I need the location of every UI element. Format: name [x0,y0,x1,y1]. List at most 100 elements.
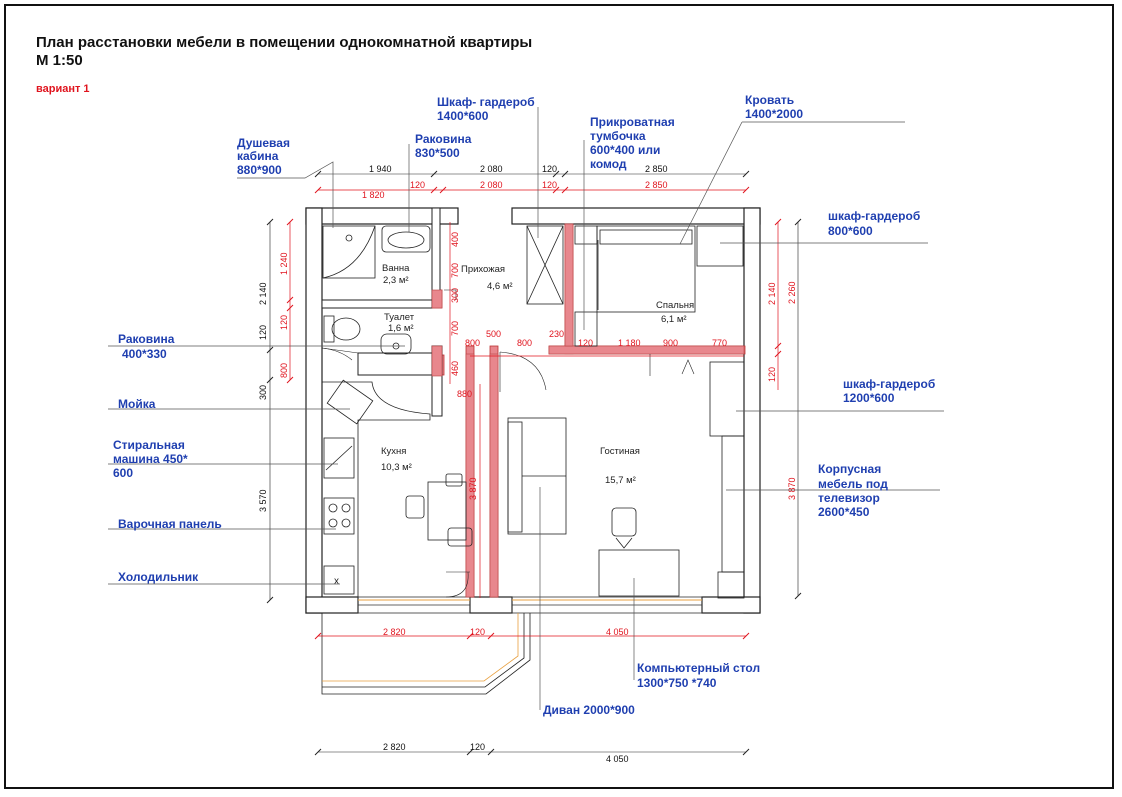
dim-int-300: 300 [450,288,460,303]
nightstand-box [574,225,598,347]
desk [598,507,680,597]
callout-sofa: Диван 2000*900 [543,703,635,717]
room-labels: Ванна 2,3 м² Прихожая 4,6 м² Туалет 1,6 … [381,263,694,486]
bedroom-door [649,354,695,376]
balcony [321,613,531,695]
title-scale: М 1:50 [36,52,83,69]
dim-top-4: 2 850 [645,164,668,174]
dim-int-230: 230 [549,329,564,339]
callout-wardrobe-living-1: шкаф-гардероб [843,377,935,391]
callout-sofa-1: Диван 2000*900 [543,703,635,717]
dim-int-880: 880 [457,389,472,399]
dim-top-red-1: 1 820 [362,190,385,200]
tv-unit [717,435,745,599]
pink-wall-strips [431,223,745,598]
room-wc: Туалет [384,312,415,323]
dim-top-red-5: 2 850 [645,180,668,190]
kitchen-door [445,571,470,598]
callout-hob: Варочная панель [118,517,222,531]
callout-washer-1: Стиральная [113,438,185,452]
dim-int-1180: 1 180 [618,338,641,348]
callout-nightstand: Прикроватная тумбочка 600*400 или комод [590,115,675,171]
leader-lines [108,107,944,710]
callout-wardrobe-bed: шкаф-гардероб 800*600 [828,209,920,238]
room-hall-area: 4,6 м² [487,281,513,292]
callout-wardrobe-living-2: 1200*600 [843,391,895,405]
callout-kitchen-sink: Мойка [118,397,156,411]
callout-tv-unit-4: 2600*450 [818,505,870,519]
dim-top-red-4: 120 [542,180,557,190]
callout-tv-unit-2: мебель под [818,477,888,491]
dim-int-120: 120 [578,338,593,348]
dim-ticks [286,186,782,640]
callout-nightstand-1: Прикроватная [590,115,675,129]
shower-cabin [322,225,376,279]
callout-bed: Кровать 1400*2000 [745,93,803,121]
dim-interior-red: 400 700 300 700 460 800 500 800 230 120 … [450,232,727,500]
callout-washer-3: 600 [113,466,133,480]
room-hall: Прихожая [461,264,505,275]
dim-right-black-1: 2 260 [787,281,797,304]
callout-nightstand-3: 600*400 или [590,143,660,157]
callout-bed-1: Кровать [745,93,794,107]
toilet [323,315,361,343]
dim-bottom-black-2: 120 [470,742,485,752]
hall-pass [444,289,457,300]
dim-left-red-1: 1 240 [279,252,289,275]
dim-left-red-3: 800 [279,363,289,378]
bath-wc-walls [321,207,443,417]
title-line-1: План расстановки мебели в помещении одно… [36,34,533,51]
callout-nightstand-2: тумбочка [590,129,646,143]
dim-int-400: 400 [450,232,460,247]
dim-left-red: 1 240 120 800 [279,252,289,378]
dim-int-770: 770 [712,338,727,348]
callout-tv-unit: Корпусная мебель под телевизор 2600*450 [818,462,888,519]
bedroom-wardrobe [696,225,744,267]
dim-top-black: 1 940 2 080 120 2 850 [369,164,668,174]
dim-int-700a: 700 [450,263,460,278]
dim-left-4: 3 570 [258,489,268,512]
room-kitchen: Кухня [381,446,406,457]
dim-right-red-1: 2 140 [767,282,777,305]
dim-left-2: 120 [258,325,268,340]
callout-wc-sink: Раковина 400*330 [118,332,175,361]
dim-bottom: 2 820 120 4 050 2 820 120 4 050 [383,627,629,764]
callout-washer-2: машина 450* [113,452,188,466]
callout-bath-sink-2: 830*500 [415,146,460,160]
kitchen-table [405,473,473,547]
dim-lines-red [289,189,779,637]
callout-desk-1: Компьютерный стол [637,661,760,675]
variant-label: вариант 1 [36,83,90,95]
room-bath-area: 2,3 м² [383,275,409,286]
hall-wardrobe [526,225,564,305]
room-living-area: 15,7 м² [605,475,636,486]
dim-right-red-2: 120 [767,367,777,382]
dim-ticks-black [266,170,802,756]
callout-wardrobe-hall-2: 1400*600 [437,109,489,123]
wc-sink [380,333,412,355]
callout-tv-unit-1: Корпусная [818,462,881,476]
dim-top-red-2: 120 [410,180,425,190]
svg-text:x: x [334,576,339,587]
callout-desk: Компьютерный стол 1300*750 *740 [637,661,760,690]
bed [596,225,696,313]
callout-desk-2: 1300*750 *740 [637,676,717,690]
wc-door [321,347,359,361]
callout-wardrobe-bed-1: шкаф-гардероб [828,209,920,223]
drawing-frame [4,4,1114,789]
dim-right: 2 140 120 3 870 2 260 [767,281,797,500]
dim-int-800b: 800 [517,338,532,348]
dim-bottom-red-1: 2 820 [383,627,406,637]
callout-nightstand-4: комод [590,157,627,171]
kitchen-counter: x [322,379,431,597]
callout-tv-unit-3: телевизор [818,491,880,505]
windows [357,596,703,614]
callout-wardrobe-hall-1: Шкаф- гардероб [437,95,535,109]
dim-bottom-black-3: 4 050 [606,754,629,764]
dim-int-800a: 800 [465,338,480,348]
dim-top-red-3: 2 080 [480,180,503,190]
dim-bottom-red-2: 120 [470,627,485,637]
dim-left-3: 300 [258,385,268,400]
room-bedroom: Спальня [656,300,694,311]
